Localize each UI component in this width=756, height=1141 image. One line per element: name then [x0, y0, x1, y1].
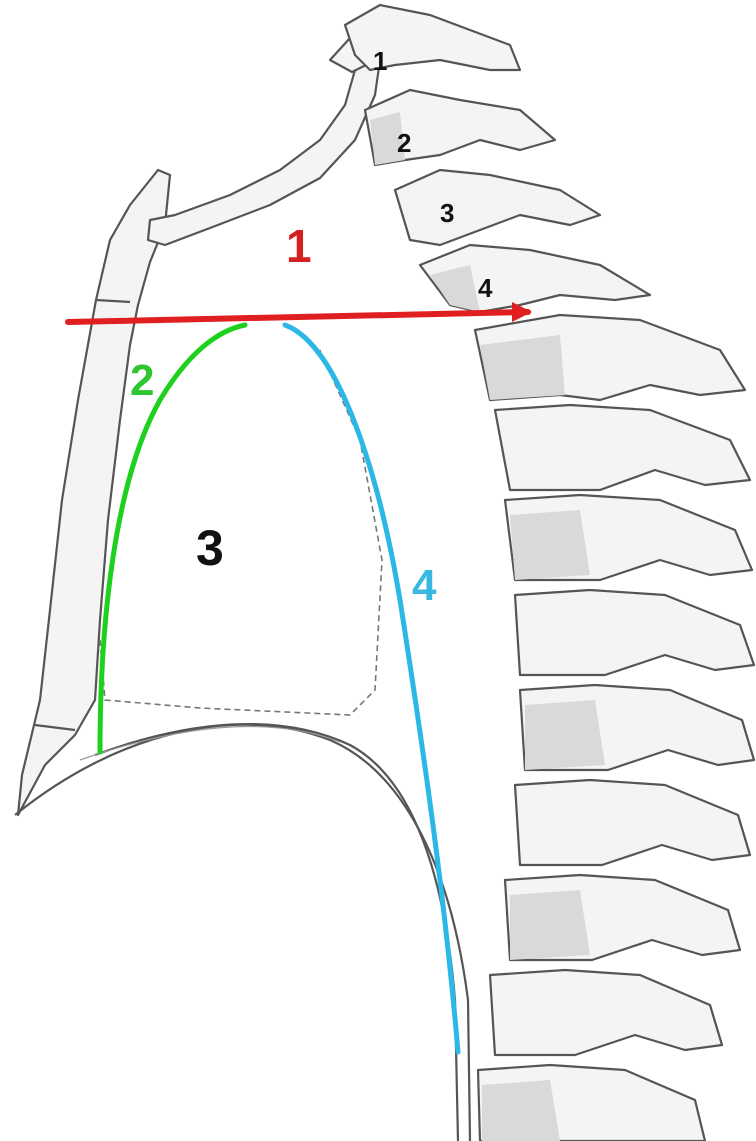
vertebra-label-1: 1 — [373, 46, 387, 76]
vertebra-label-2: 2 — [397, 128, 411, 158]
vertebra-label-4: 4 — [478, 273, 493, 303]
blue-boundary-curve — [285, 325, 458, 1052]
region-label-1: 1 — [286, 220, 312, 272]
region-label-3: 3 — [196, 520, 224, 576]
vertebra-label-3: 3 — [440, 198, 454, 228]
region-label-4: 4 — [412, 561, 437, 610]
lower-rib — [15, 724, 470, 1141]
region-label-2: 2 — [130, 356, 154, 405]
first-rib — [148, 30, 385, 245]
thoracic-spine — [475, 315, 754, 1141]
cervical-spine — [345, 5, 650, 312]
sternum — [18, 170, 170, 815]
